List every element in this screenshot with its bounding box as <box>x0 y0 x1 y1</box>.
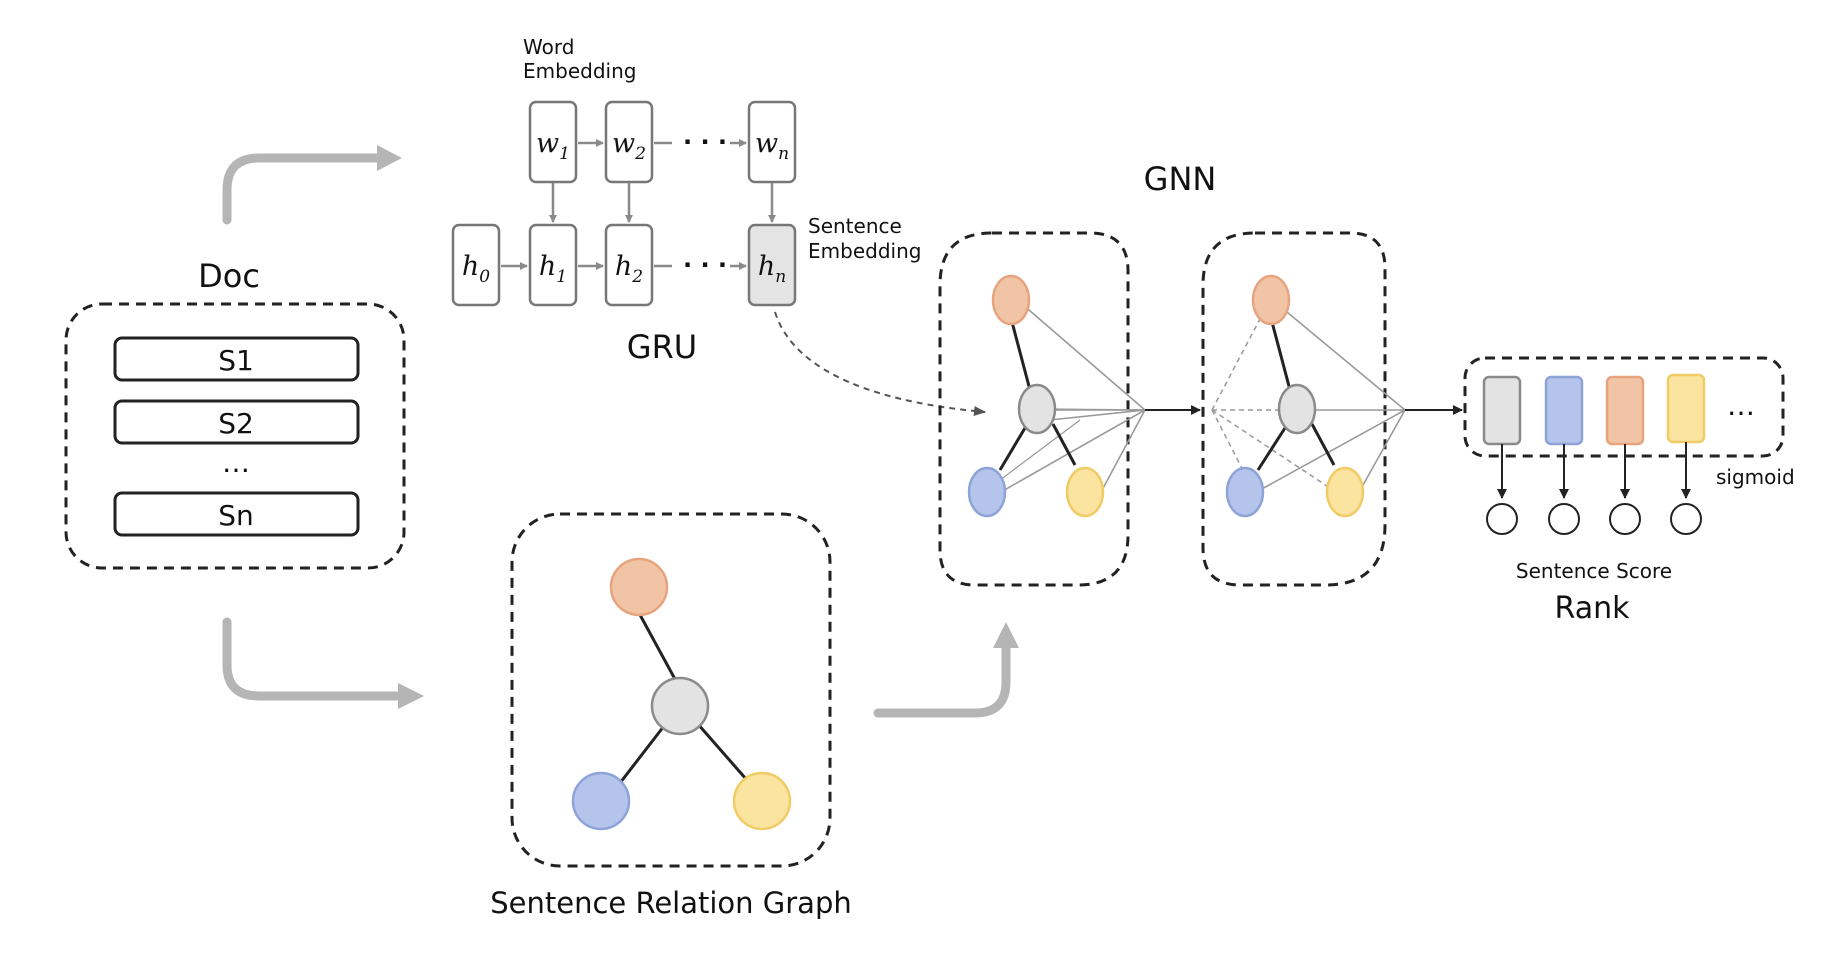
flow-arrow-doc-to-graph <box>222 617 424 709</box>
sentence-box-sn: Sn <box>113 491 360 537</box>
hidden-chain-dots: · · · <box>683 251 727 279</box>
output-vector-blue <box>1544 375 1584 446</box>
hidden-node-h1: h1 <box>528 223 578 307</box>
score-node <box>1609 503 1641 535</box>
hidden-node-hn: hn <box>747 223 797 307</box>
hidden-node-h0: h0 <box>451 223 501 307</box>
word-node-w1: w1 <box>528 100 578 184</box>
svg-text:h0: h0 <box>462 251 490 287</box>
word-node-wn: wn <box>747 100 797 184</box>
score-node <box>1486 503 1518 535</box>
output-panel: … sigmoid Sentence Score Rank <box>1463 356 1795 626</box>
sentence-label: S1 <box>218 344 254 377</box>
relation-graph-dashed-box <box>510 512 832 868</box>
gnn-layer-2 <box>1201 231 1406 587</box>
output-dashed-box <box>1463 356 1785 458</box>
svg-text:w2: w2 <box>612 128 646 164</box>
gnn-node-orange <box>1251 274 1291 326</box>
doc-panel: Doc S1 S2 … Sn <box>64 257 406 570</box>
gnn-node-orange <box>991 274 1031 326</box>
graph-node-blue <box>571 771 631 831</box>
sentence-label: S2 <box>218 407 254 440</box>
gru-title: GRU <box>627 328 697 366</box>
output-ellipsis: … <box>1727 389 1755 422</box>
sentence-label: Sn <box>218 499 254 532</box>
relation-graph-panel: Sentence Relation Graph <box>490 512 852 920</box>
svg-text:w1: w1 <box>536 128 570 164</box>
svg-text:h2: h2 <box>615 251 643 287</box>
svg-text:wn: wn <box>755 128 789 164</box>
sentence-embedding-label-line1: Sentence <box>808 214 902 238</box>
sigmoid-label: sigmoid <box>1716 465 1795 489</box>
sentence-embedding-label-line2: Embedding <box>808 239 921 263</box>
rank-title: Rank <box>1555 591 1631 626</box>
gnn-node-blue <box>1225 466 1265 518</box>
gnn-node-blue <box>967 466 1007 518</box>
word-embedding-label-line1: Word <box>523 35 574 59</box>
output-vector-gray <box>1482 375 1522 446</box>
sentence-score-label: Sentence Score <box>1516 559 1672 583</box>
word-node-w2: w2 <box>604 100 654 184</box>
word-chain-dots: · · · <box>683 128 727 156</box>
output-vector-orange <box>1605 375 1645 446</box>
sentence-box-s2: S2 <box>113 399 360 445</box>
gnn-title: GNN <box>1144 160 1217 198</box>
graph-node-gray <box>650 676 710 736</box>
sentence-ellipsis: … <box>222 446 250 479</box>
embedding-to-gnn-connector <box>774 311 986 417</box>
gnn-node-gray <box>1277 383 1317 435</box>
doc-dashed-box <box>64 302 406 570</box>
graph-node-orange <box>609 557 669 617</box>
flow-arrow-doc-to-gru <box>222 145 402 225</box>
flow-arrow-graph-to-gnn <box>873 622 1019 718</box>
gru-panel: Word Embedding w1 w2 wn · · · h0 h1 <box>451 35 921 366</box>
gnn-node-gray <box>1017 383 1057 435</box>
score-node <box>1670 503 1702 535</box>
score-node <box>1548 503 1580 535</box>
gnn-node-yellow <box>1065 466 1105 518</box>
doc-title: Doc <box>198 257 260 295</box>
output-vector-yellow <box>1666 373 1706 444</box>
svg-text:hn: hn <box>758 251 786 287</box>
svg-text:h1: h1 <box>539 251 567 287</box>
sentence-box-s1: S1 <box>113 336 360 382</box>
graph-node-yellow <box>732 771 792 831</box>
relation-graph-title: Sentence Relation Graph <box>490 886 851 920</box>
word-embedding-label-line2: Embedding <box>523 59 636 83</box>
gnn-node-yellow <box>1325 466 1365 518</box>
gnn-layer-1 <box>938 231 1146 587</box>
hidden-node-h2: h2 <box>604 223 654 307</box>
